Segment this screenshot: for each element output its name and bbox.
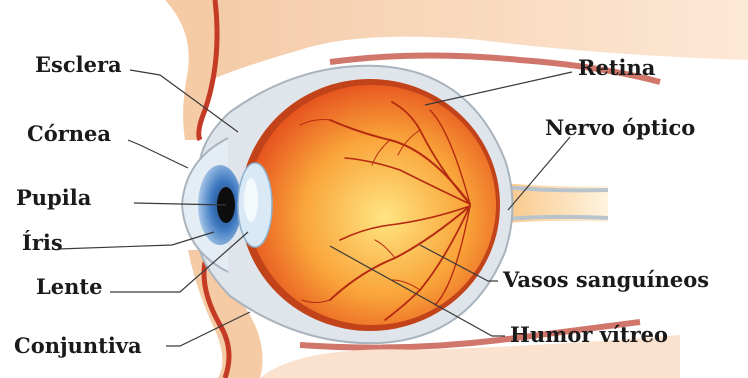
label-esclera: Esclera xyxy=(35,52,122,77)
label-humor-vitreo: Humor vítreo xyxy=(510,322,668,347)
vitreous-body xyxy=(248,85,496,325)
label-conjuntiva: Conjuntiva xyxy=(14,333,142,358)
label-vasos-sanguineos: Vasos sanguíneos xyxy=(502,267,709,292)
label-nervo-optico: Nervo óptico xyxy=(545,115,695,140)
label-lente: Lente xyxy=(36,274,102,299)
skin-background xyxy=(150,0,748,85)
leader-cornea xyxy=(128,140,188,168)
label-iris: Íris xyxy=(22,230,63,255)
upper-eyelid xyxy=(165,0,217,140)
label-cornea: Córnea xyxy=(27,121,111,146)
label-pupila: Pupila xyxy=(16,185,92,210)
label-retina: Retina xyxy=(578,55,656,80)
